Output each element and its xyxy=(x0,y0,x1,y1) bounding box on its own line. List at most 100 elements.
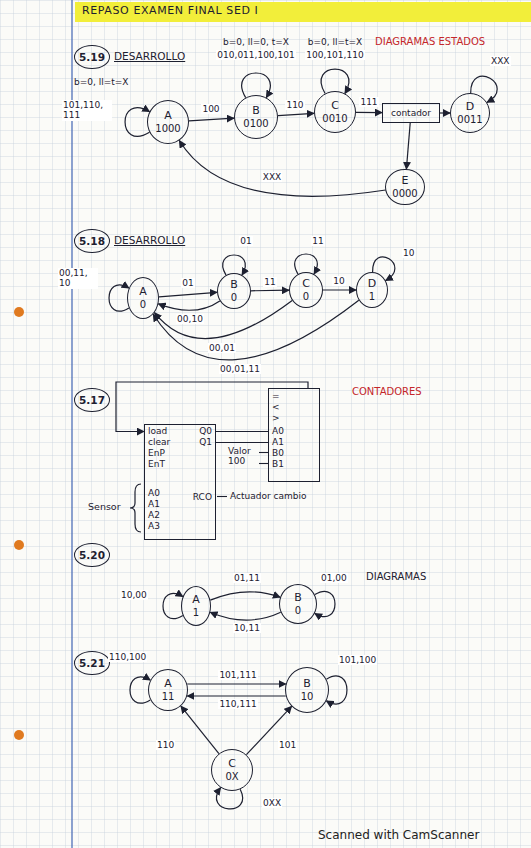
transition-arrow xyxy=(356,112,382,113)
section-number: 5.19 xyxy=(79,51,105,63)
node-text-group: B0 xyxy=(294,592,302,616)
binder-hole xyxy=(14,307,24,317)
pin-label: A1 xyxy=(148,499,160,510)
pin-label: EnP xyxy=(148,448,165,459)
highlight-band xyxy=(75,2,531,22)
state-output: 0011 xyxy=(457,114,482,126)
page-title: REPASO EXAMEN FINAL SED I xyxy=(82,5,258,18)
transition-label: 101,111 xyxy=(218,670,257,680)
state-name: A xyxy=(164,678,172,691)
state-output: 0000 xyxy=(392,188,417,200)
state-circle: A1 xyxy=(181,586,211,626)
binder-hole xyxy=(14,730,24,740)
transition-label: 00,10 xyxy=(176,314,204,324)
value-wire xyxy=(259,452,268,453)
node-text-group: 5.20 xyxy=(79,549,105,561)
state-name: B xyxy=(294,592,302,605)
pin-label: load xyxy=(148,426,167,437)
transition-arrow xyxy=(210,592,280,600)
transition-label: 01,00 xyxy=(320,573,348,583)
node-text-group: B0 xyxy=(230,279,238,303)
state-name: C xyxy=(331,100,339,113)
transition-label: 00,11, 10 xyxy=(58,268,98,289)
transition-arrow xyxy=(251,290,289,292)
note-label: Actuador cambio xyxy=(230,491,306,501)
self-loop-arrow xyxy=(315,591,335,616)
transition-arrow xyxy=(216,431,268,432)
state-output: 0100 xyxy=(243,118,268,130)
transition-label: 00,01 xyxy=(208,343,236,353)
transition-arrow xyxy=(159,292,217,297)
section-number-circle: 5.19 xyxy=(74,45,110,69)
state-output: 0 xyxy=(140,299,146,311)
transition-label: XXX xyxy=(262,172,283,182)
transition-arrow xyxy=(187,695,286,696)
section-number-circle: 5.18 xyxy=(74,229,110,253)
transition-label: 010,011,100,101 xyxy=(216,50,295,60)
transition-label: 11 xyxy=(263,277,276,287)
node-text-group: 5.21 xyxy=(79,657,105,669)
note-label: DESARROLLO xyxy=(114,234,185,246)
chip-box: =<>A0A1B0B1 xyxy=(268,388,320,482)
state-output: 0 xyxy=(231,292,237,304)
transition-arrow xyxy=(153,300,359,360)
state-output: 0010 xyxy=(322,113,347,125)
self-loop-arrow xyxy=(326,676,347,704)
note-label: CONTADORES xyxy=(352,386,422,398)
transition-label: 10,00 xyxy=(120,590,148,600)
state-name: B xyxy=(230,279,238,292)
transition-arrow xyxy=(406,123,410,169)
section-number: 5.21 xyxy=(79,657,105,669)
note-label: Sensor xyxy=(88,502,121,513)
state-circle: A11 xyxy=(148,669,188,711)
transition-label: 00,01,11 xyxy=(219,364,261,374)
transition-label: 10 xyxy=(332,276,345,286)
sensor-bracket xyxy=(130,484,141,532)
state-circle: B10 xyxy=(285,667,329,713)
state-name: B xyxy=(303,678,311,691)
node-text-group: 5.19 xyxy=(79,51,105,63)
state-circle: D1 xyxy=(356,272,388,308)
section-number-circle: 5.21 xyxy=(74,651,110,675)
transition-label: 101,110, 111 xyxy=(62,100,112,121)
transition-label: 100 xyxy=(201,104,220,114)
section-number-circle: 5.17 xyxy=(74,388,110,412)
transition-arrow xyxy=(440,112,450,113)
pin-label: A1 xyxy=(272,437,284,448)
transition-label: 110,111 xyxy=(218,699,257,709)
state-name: A xyxy=(139,286,147,299)
transition-label: XXX xyxy=(490,56,511,66)
node-text-group: B0100 xyxy=(243,105,268,129)
transition-label: 01 xyxy=(181,278,194,288)
note-label: b=0, ll=0, t=X xyxy=(223,37,289,47)
transition-arrow xyxy=(181,706,219,754)
value-wire xyxy=(259,463,268,464)
pin-label: B0 xyxy=(272,448,284,459)
transition-label: 110,100 xyxy=(108,652,147,662)
state-output: 11 xyxy=(162,691,175,703)
pin-label: RCO xyxy=(193,492,212,503)
self-loop-arrow xyxy=(109,285,129,311)
node-text-group: D1 xyxy=(368,278,376,302)
pin-label: > xyxy=(272,413,280,424)
node-text-group: E0000 xyxy=(392,175,417,199)
state-name: E xyxy=(402,175,409,188)
note-label: DESARROLLO xyxy=(114,50,185,62)
counter-block: contador xyxy=(382,103,440,123)
state-name: A xyxy=(164,110,172,123)
transition-label: 111 xyxy=(359,97,378,107)
node-label: contador xyxy=(391,108,431,118)
transition-label: 101,100 xyxy=(338,655,377,665)
self-loop-arrow xyxy=(242,73,271,98)
pin-label: A2 xyxy=(148,510,160,521)
state-circle: C0010 xyxy=(314,91,356,133)
node-text-group: B10 xyxy=(301,678,314,702)
state-output: 0 xyxy=(303,291,309,303)
transition-label: 01 xyxy=(239,236,252,246)
note-label: DIAGRAMAS ESTADOS xyxy=(375,36,485,48)
self-loop-arrow xyxy=(163,593,183,618)
state-name: B xyxy=(252,105,260,118)
transition-label: 100,101,110 xyxy=(305,50,364,60)
